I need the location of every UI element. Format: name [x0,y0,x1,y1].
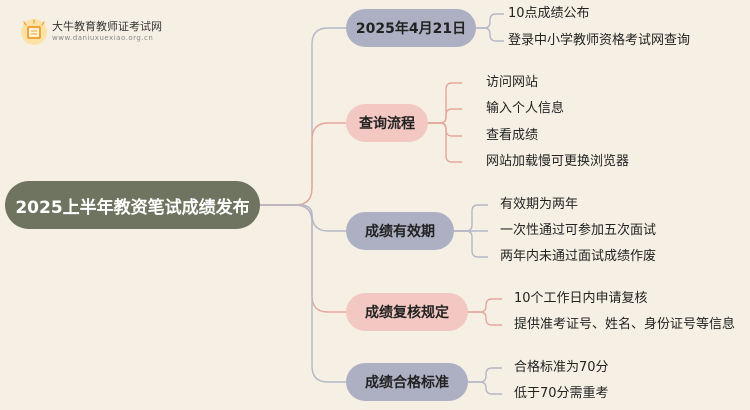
connector-branch-2 [260,122,346,206]
leaf-3-1: 有效期为两年 [500,197,579,212]
connector-leaf-5-1 [468,367,502,383]
connector-leaf-2-4 [428,122,462,163]
connector-leaf-1-1 [476,13,504,29]
leaf-1-1: 10点成绩公布 [508,6,590,21]
leaf-2-1: 访问网站 [486,75,539,90]
branch-review-rules: 成绩复核规定 [346,293,468,331]
leaf-1-2: 登录中小学教师资格考试网查询 [508,33,691,48]
connector-leaf-4-2 [468,311,502,326]
book-icon [21,19,47,45]
logo-title: 大牛教育教师证考试网 [52,20,162,33]
leaf-4-1: 10个工作日内申请复核 [514,291,648,306]
root-topic: 2025上半年教资笔试成绩发布 [5,181,260,229]
connector-branch-5 [260,204,346,383]
leaf-2-4: 网站加载慢可更换浏览器 [486,154,630,169]
leaf-3-3: 两年内未通过面试成绩作废 [500,249,657,264]
leaf-2-2: 输入个人信息 [486,101,565,116]
connector-leaf-4-1 [468,298,502,313]
connector-leaf-3-3 [454,230,488,258]
leaf-2-3: 查看成绩 [486,128,539,143]
leaf-3-2: 一次性通过可参加五次面试 [500,223,657,238]
leaf-5-1: 合格标准为70分 [514,360,609,375]
branch-release-date: 2025年4月21日 [346,9,476,47]
logo-subtitle: www.daniuxuexiao.org.cn [52,34,154,42]
connector-branch-4 [260,204,346,313]
site-logo: 大牛教育教师证考试网 www.daniuxuexiao.org.cn [20,16,170,48]
leaf-4-2: 提供准考证号、姓名、身份证号等信息 [514,317,736,332]
leaf-5-2: 低于70分需重考 [514,386,609,401]
connector-leaf-2-1 [428,82,462,124]
connector-branch-1 [260,27,346,206]
branch-query-process: 查询流程 [346,104,428,142]
branch-pass-standard: 成绩合格标准 [346,363,468,401]
branch-validity: 成绩有效期 [346,212,454,250]
connector-leaf-3-1 [454,204,488,232]
connector-branch-3 [260,204,346,232]
connector-leaf-1-2 [476,27,504,42]
connector-leaf-2-2 [428,108,462,124]
connector-leaf-5-2 [468,381,502,395]
